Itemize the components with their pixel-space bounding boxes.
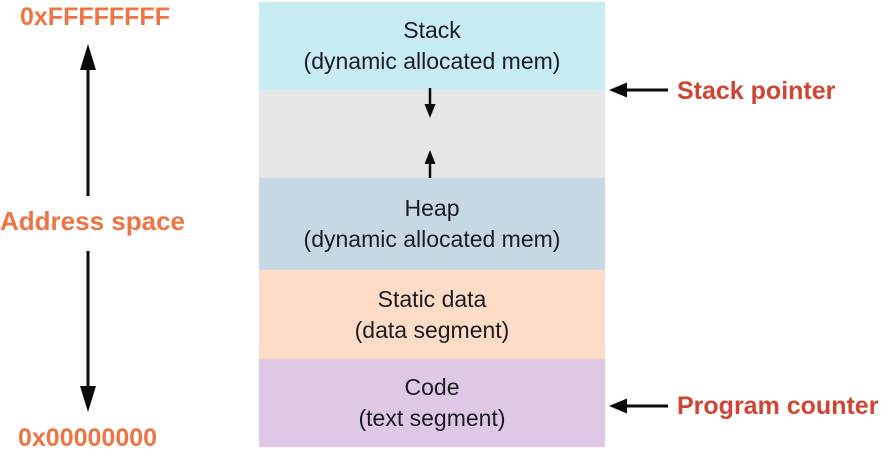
address-space-label: Address space [0,206,185,236]
segment-static-subtitle: (data segment) [354,316,510,343]
top-address-label: 0xFFFFFFFF [20,3,170,31]
segment-stack-subtitle: (dynamic allocated mem) [303,48,561,74]
segment-code-subtitle: (text segment) [358,405,506,431]
address-space-arrow-up [80,44,96,196]
stack-pointer-arrow [609,82,668,98]
segment-stack-title: Stack [403,17,461,43]
segment-stack: Stack (dynamic allocated mem) [259,2,605,90]
bottom-address-label: 0x00000000 [18,424,158,452]
segment-code: Code (text segment) [259,359,605,447]
segment-free-space [259,90,605,178]
stack-pointer-label: Stack pointer [677,77,836,105]
segment-code-title: Code [404,374,460,400]
program-counter-label: Program counter [677,392,879,420]
segment-heap: Heap (dynamic allocated mem) [259,178,605,270]
address-space-arrow-down [80,251,96,412]
segment-column: Stack (dynamic allocated mem) Heap (dyna… [259,2,605,447]
segment-static-data: Static data (data segment) [259,270,605,359]
program-counter-arrow [609,398,668,414]
segment-heap-title: Heap [404,195,460,221]
segment-static-title: Static data [377,285,487,312]
segment-heap-subtitle: (dynamic allocated mem) [303,226,561,252]
